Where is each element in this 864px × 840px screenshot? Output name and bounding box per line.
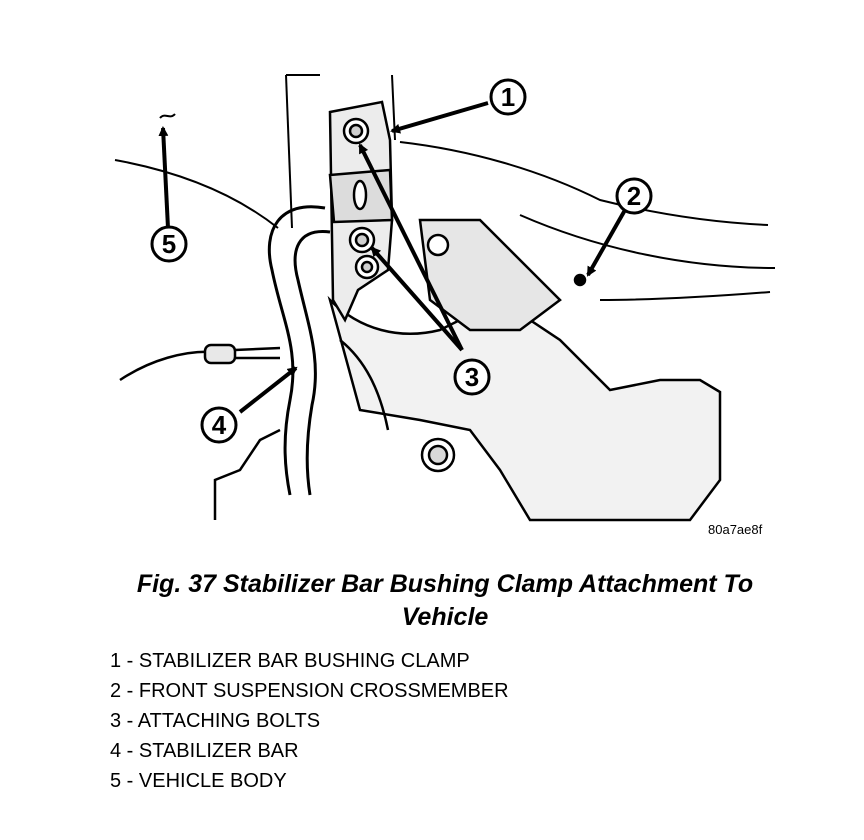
svg-text:2: 2 (627, 181, 641, 211)
svg-text:1: 1 (501, 82, 515, 112)
legend-item-3: 3 - ATTACHING BOLTS (110, 710, 321, 732)
caption-line-2: Vehicle (401, 603, 489, 631)
callout-2: 2 (615, 177, 653, 215)
brake-line (119, 339, 390, 520)
svg-text:3: 3 (465, 362, 479, 392)
callout-4: 4 (200, 406, 238, 444)
callout-5: 5 (150, 225, 188, 263)
figure-reference-code: 80a7ae8f (708, 522, 763, 537)
legend-item-5: 5 - VEHICLE BODY (110, 770, 287, 792)
legend-item-2: 2 - FRONT SUSPENSION CROSSMEMBER (110, 680, 509, 702)
diagram-illustration: 1 2 3 4 5 (114, 74, 776, 522)
callout-3: 3 (453, 358, 491, 396)
callout-1: 1 (489, 78, 527, 116)
legend-list: 1 - STABILIZER BAR BUSHING CLAMP 2 - FRO… (110, 646, 509, 796)
stabilizer-bar (267, 205, 331, 496)
vehicle-body-lines (114, 74, 776, 301)
crossmember (327, 218, 722, 522)
legend-item-4: 4 - STABILIZER BAR (110, 740, 299, 762)
caption-line-1: Fig. 37 Stabilizer Bar Bushing Clamp Att… (136, 570, 754, 598)
svg-text:5: 5 (162, 229, 176, 259)
figure-caption: Fig. 37 Stabilizer Bar Bushing Clamp Att… (40, 568, 850, 634)
callout-arrows (158, 101, 627, 414)
svg-text:4: 4 (212, 410, 227, 440)
legend-item-1: 1 - STABILIZER BAR BUSHING CLAMP (110, 650, 470, 672)
attaching-bolts (342, 117, 380, 280)
